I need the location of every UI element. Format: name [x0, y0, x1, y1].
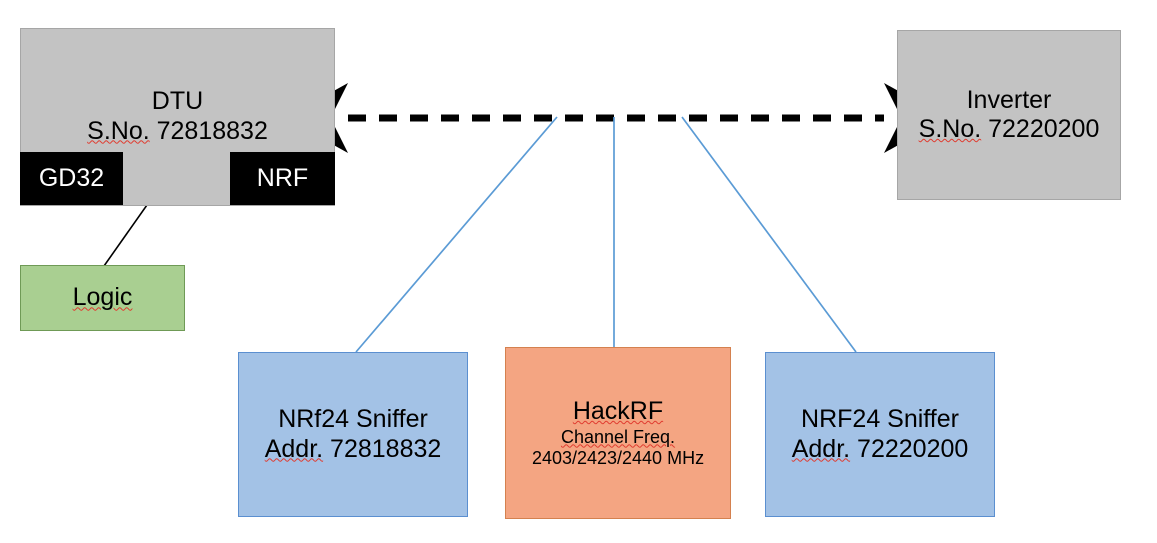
node-gd32[interactable]: GD32	[20, 152, 123, 205]
node-nrf[interactable]: NRF	[230, 152, 335, 205]
node-sniffer-right[interactable]: NRF24 Sniffer Addr. 72220200	[765, 352, 995, 517]
dtu-label-group: DTU S.No. 72818832	[21, 87, 334, 146]
sniffer-right-chip: NRF24 Sniffer	[801, 405, 959, 433]
hackrf-name: HackRF	[572, 397, 664, 426]
connector-tap-sniffer-left	[355, 116, 558, 353]
node-inverter[interactable]: Inverter S.No. 72220200	[897, 30, 1121, 200]
sniffer-left-chip: NRf24 Sniffer	[278, 405, 428, 433]
node-logic[interactable]: Logic	[20, 265, 185, 331]
logic-label: Logic	[72, 283, 133, 312]
sniffer-right-addr-value: 72220200	[857, 434, 969, 463]
sniffer-right-addr-line: Addr. 72220200	[792, 435, 969, 465]
dtu-serial-label: S.No.	[87, 116, 150, 145]
inverter-serial-line: S.No. 72220200	[919, 115, 1100, 145]
sniffer-right-name-line: NRF24 Sniffer	[801, 405, 959, 435]
nrf-label: NRF	[256, 164, 309, 192]
sniffer-left-name-line: NRf24 Sniffer	[278, 405, 428, 435]
node-sniffer-left[interactable]: NRf24 Sniffer Addr. 72818832	[238, 352, 468, 517]
sniffer-left-addr-line: Addr. 72818832	[265, 435, 442, 465]
inverter-serial-label: S.No.	[918, 115, 982, 143]
dtu-serial-value: 72818832	[156, 116, 268, 145]
inverter-serial-value: 72220200	[988, 115, 1100, 143]
sniffer-left-addr-label: Addr.	[264, 434, 324, 463]
sniffer-left-addr-value: 72818832	[330, 434, 442, 463]
dtu-name: DTU	[151, 87, 204, 115]
gd32-label: GD32	[38, 164, 105, 192]
sniffer-right-addr-label: Addr.	[791, 434, 851, 463]
node-hackrf[interactable]: HackRF Channel Freq. 2403/2423/2440 MHz	[505, 347, 731, 519]
inverter-name: Inverter	[966, 85, 1052, 114]
connector-tap-sniffer-right	[681, 116, 857, 353]
hackrf-frequencies: 2403/2423/2440 MHz	[531, 447, 705, 468]
dtu-serial-line: S.No. 72818832	[21, 117, 334, 147]
hackrf-subtitle: Channel Freq.	[560, 426, 676, 447]
